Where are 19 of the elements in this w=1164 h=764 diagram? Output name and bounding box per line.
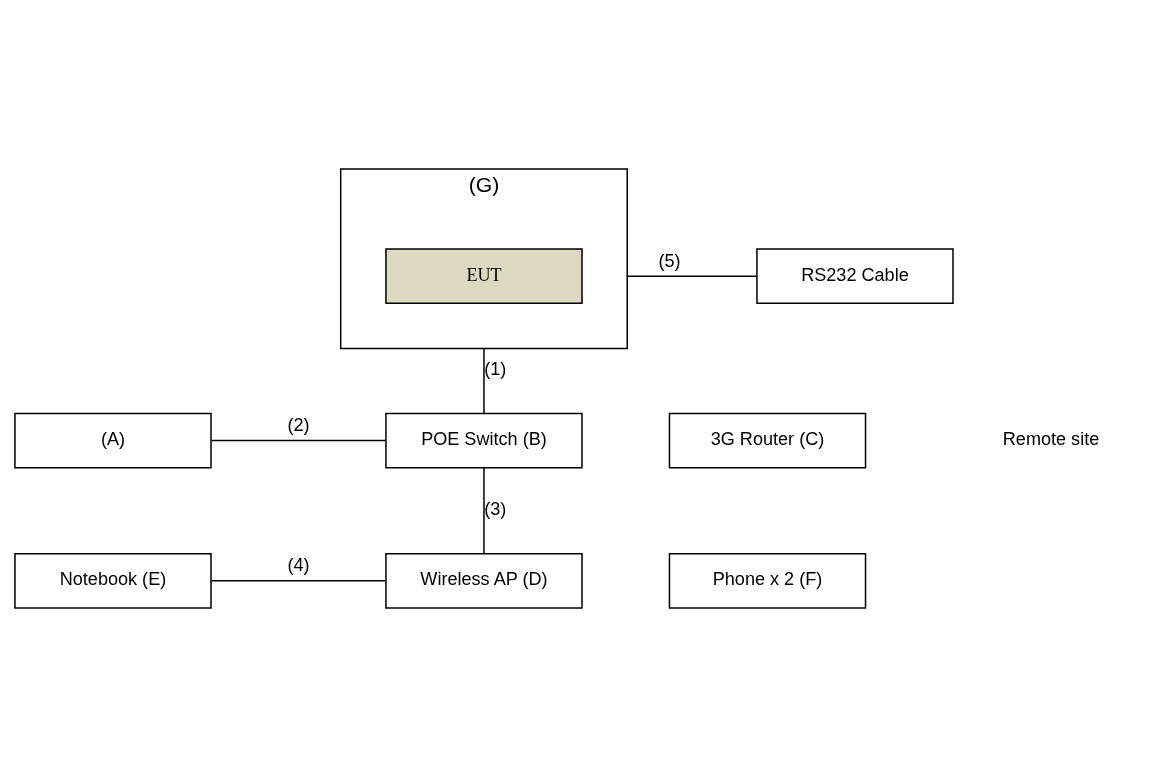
connector (210, 579, 387, 582)
node-box: POE Switch (B) (385, 412, 583, 468)
connector (483, 466, 485, 554)
edge-label: (3) (484, 498, 507, 519)
node-box: (A) (14, 412, 212, 468)
node-box: 3G Router (C) (668, 412, 867, 468)
node-box: RS232 Cable (756, 247, 954, 304)
connector (626, 274, 758, 277)
edge-label: (2) (287, 414, 310, 435)
node-box: Wireless AP (D) (385, 552, 583, 609)
edge-label: (1) (484, 358, 507, 379)
edge-label: (4) (287, 554, 310, 575)
connector (210, 439, 387, 441)
node-box: Phone x 2 (F) (668, 552, 867, 609)
connector (483, 347, 485, 414)
label: Remote site (1002, 428, 1100, 449)
node-box: EUT (385, 247, 583, 304)
node-box: Notebook (E) (14, 552, 212, 609)
edge-label: (5) (658, 250, 681, 271)
